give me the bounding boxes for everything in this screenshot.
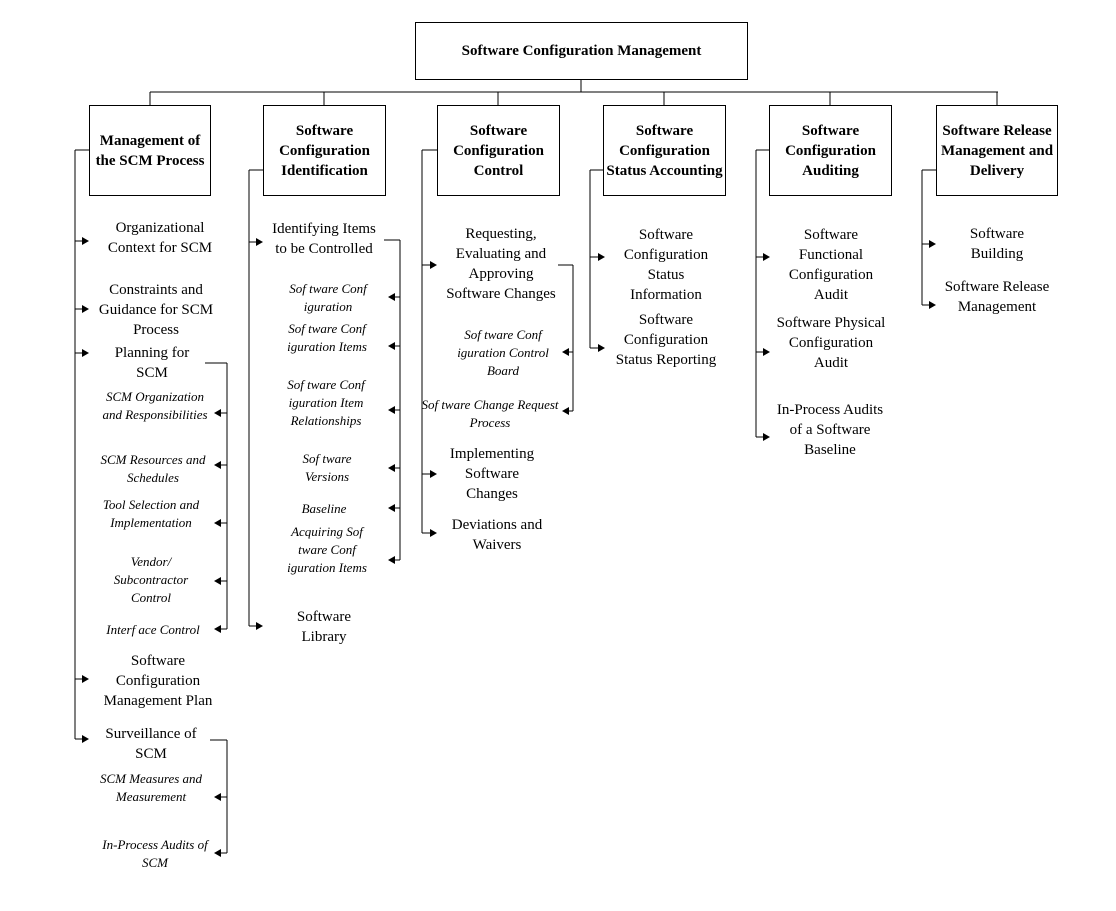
subtopic-scm-resources: SCM Resources and Schedules <box>100 452 206 485</box>
topic-implementing-changes: Implementing Software Changes <box>449 446 535 502</box>
category-node-control: Software Configuration Control <box>437 105 560 196</box>
arrowhead-right <box>256 238 263 246</box>
subtopic-acquiring-sw-ci: Acquiring Sof tware Conf iguration Items <box>287 524 367 575</box>
subtopic-baseline: Baseline <box>301 501 347 516</box>
arrowhead-right <box>430 529 437 537</box>
category-node-auditing: Software Configuration Auditing <box>769 105 892 196</box>
arrowhead-right <box>598 344 605 352</box>
topic-requesting-changes: Requesting, Evaluating and Approving Sof… <box>446 226 556 302</box>
topic-functional-audit: Software Functional Configuration Audit <box>788 227 874 303</box>
subtopic-sw-versions: Sof tware Versions <box>302 451 352 484</box>
arrowhead-left <box>562 348 569 356</box>
subtopic-tool-selection: Tool Selection and Implementation <box>102 497 200 530</box>
arrowhead-left <box>214 519 221 527</box>
topic-software-building: Software Building <box>969 226 1025 262</box>
topic-deviations-waivers: Deviations and Waivers <box>451 517 543 553</box>
category-node-management: Management of the SCM Process <box>89 105 211 196</box>
arrowhead-right <box>82 237 89 245</box>
subtopic-scm-organization: SCM Organization and Responsibilities <box>102 389 208 422</box>
subtopic-sw-configuration-item-relationships: Sof tware Conf iguration Item Relationsh… <box>287 377 365 428</box>
arrowhead-left <box>388 293 395 301</box>
subtopic-sw-configuration-items: Sof tware Conf iguration Items <box>287 321 367 354</box>
arrowhead-left <box>388 556 395 564</box>
subtopic-scm-measures: SCM Measures and Measurement <box>99 771 203 804</box>
category-node-status-accounting: Software Configuration Status Accounting <box>603 105 726 196</box>
category-node-release: Software Release Management and Delivery <box>936 105 1058 196</box>
topic-organizational-context: Organizational Context for SCM <box>107 220 213 256</box>
topic-release-management: Software Release Management <box>944 279 1050 315</box>
arrowhead-right <box>82 305 89 313</box>
topic-identifying-items: Identifying Items to be Controlled <box>272 221 376 257</box>
subtopic-in-process-audits-scm: In-Process Audits of SCM <box>102 837 208 870</box>
arrowhead-right <box>430 470 437 478</box>
arrowhead-left <box>214 849 221 857</box>
arrowhead-left <box>562 407 569 415</box>
topic-in-process-audits-baseline: In-Process Audits of a Software Baseline <box>776 402 884 458</box>
topic-surveillance-of-scm: Surveillance of SCM <box>105 726 197 762</box>
subtopic-ccb: Sof tware Conf iguration Control Board <box>457 327 549 378</box>
category-node-identification: Software Configuration Identification <box>263 105 386 196</box>
arrowhead-right <box>82 349 89 357</box>
arrowhead-right <box>763 253 770 261</box>
subtopic-interface-control: Interf ace Control <box>106 622 200 637</box>
arrowhead-left <box>214 461 221 469</box>
arrowhead-left <box>388 504 395 512</box>
arrowhead-right <box>256 622 263 630</box>
subtopic-vendor-control: Vendor/ Subcontractor Control <box>113 554 189 605</box>
arrowhead-right <box>82 735 89 743</box>
arrowhead-left <box>214 409 221 417</box>
topic-physical-audit: Software Physical Configuration Audit <box>776 315 886 371</box>
subtopic-change-request-process: Sof tware Change Request Process <box>421 397 559 430</box>
arrowhead-right <box>82 675 89 683</box>
arrowhead-left <box>388 464 395 472</box>
arrowhead-right <box>763 433 770 441</box>
topic-scm-plan: Software Configuration Management Plan <box>103 653 213 709</box>
arrowhead-right <box>763 348 770 356</box>
arrowhead-left <box>214 793 221 801</box>
topic-status-reporting: Software Configuration Status Reporting <box>615 312 717 368</box>
subtopic-sw-configuration: Sof tware Conf iguration <box>289 281 367 314</box>
arrowhead-left <box>388 342 395 350</box>
arrowhead-right <box>598 253 605 261</box>
topic-software-library: Software Library <box>296 609 352 645</box>
arrowhead-right <box>929 240 936 248</box>
arrowhead-right <box>430 261 437 269</box>
topic-planning-for-scm: Planning for SCM <box>114 345 190 381</box>
arrowhead-left <box>388 406 395 414</box>
topic-status-information: Software Configuration Status Informatio… <box>623 227 709 303</box>
arrowhead-right <box>929 301 936 309</box>
topic-constraints-guidance: Constraints and Guidance for SCM Process <box>98 282 214 338</box>
arrowhead-left <box>214 577 221 585</box>
arrowhead-left <box>214 625 221 633</box>
root-node: Software Configuration Management <box>415 22 748 80</box>
